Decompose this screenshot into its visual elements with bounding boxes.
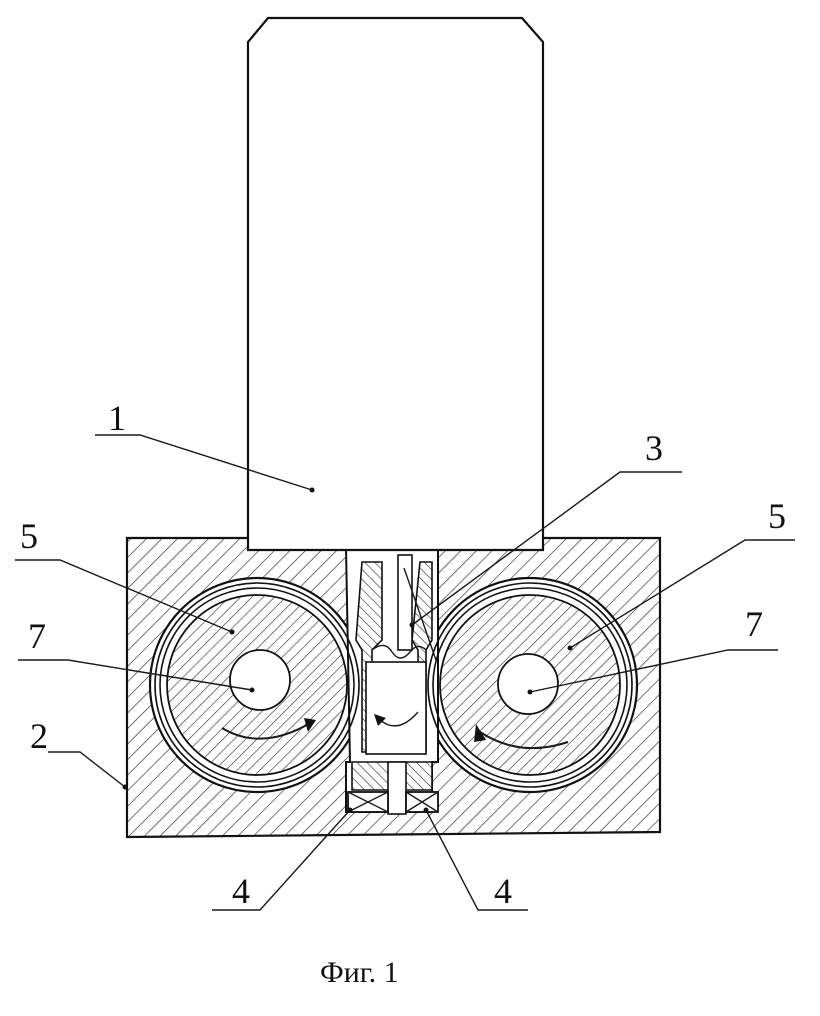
label-5-right: 5 <box>768 496 786 536</box>
leader-7-right <box>529 649 778 693</box>
leader-2-dot <box>122 784 128 790</box>
label-5-left: 5 <box>20 516 38 556</box>
leader-1-dot <box>309 487 315 493</box>
right-roll-ring <box>427 582 633 788</box>
right-roll-arrowhead <box>474 724 486 742</box>
leader-5-right-dot <box>567 645 573 651</box>
leader-5-left <box>15 559 233 633</box>
nozzle-arrowhead <box>374 714 386 726</box>
leader-4-left <box>212 809 351 911</box>
leader-4-right <box>425 809 528 911</box>
leader-5-left-dot <box>229 629 235 635</box>
leader-5-right <box>569 539 795 649</box>
label-7-right: 7 <box>745 604 763 644</box>
label-4-right: 4 <box>494 871 512 911</box>
label-7-left: 7 <box>28 616 46 656</box>
left-roll-rotation-arrow <box>221 721 313 740</box>
right-roll-shaft <box>497 653 559 715</box>
label-3: 3 <box>645 428 663 468</box>
label-4-left: 4 <box>232 871 250 911</box>
label-1: 1 <box>108 398 126 438</box>
nozzle-break-line <box>371 644 427 659</box>
right-seal-cross <box>405 791 439 813</box>
nozzle-rotation-arrow <box>379 711 419 727</box>
leader-4-left-dot <box>347 807 353 813</box>
nozzle-diagonal <box>403 567 437 661</box>
leader-1 <box>95 434 313 491</box>
right-roll-ring-inner <box>432 587 628 783</box>
leader-2 <box>48 751 126 788</box>
left-roll-ring <box>154 582 360 788</box>
right-roll-rotation-arrow <box>479 731 569 750</box>
left-roll-shaft <box>229 649 291 711</box>
figure-caption: Фиг. 1 <box>320 956 399 989</box>
label-2: 2 <box>30 716 48 756</box>
leader-3-dot <box>409 622 415 628</box>
left-roll-ring-inner <box>159 587 355 783</box>
leader-7-left <box>18 659 253 691</box>
left-seal-cross <box>347 791 389 813</box>
leader-4-right-dot <box>423 807 429 813</box>
nozzle-outlet <box>387 761 407 815</box>
nozzle-chamber <box>365 661 427 755</box>
extruder-body <box>246 16 545 552</box>
leader-3 <box>411 471 682 626</box>
left-roll-arrowhead <box>304 718 316 732</box>
nozzle-inner-tube <box>397 554 413 651</box>
